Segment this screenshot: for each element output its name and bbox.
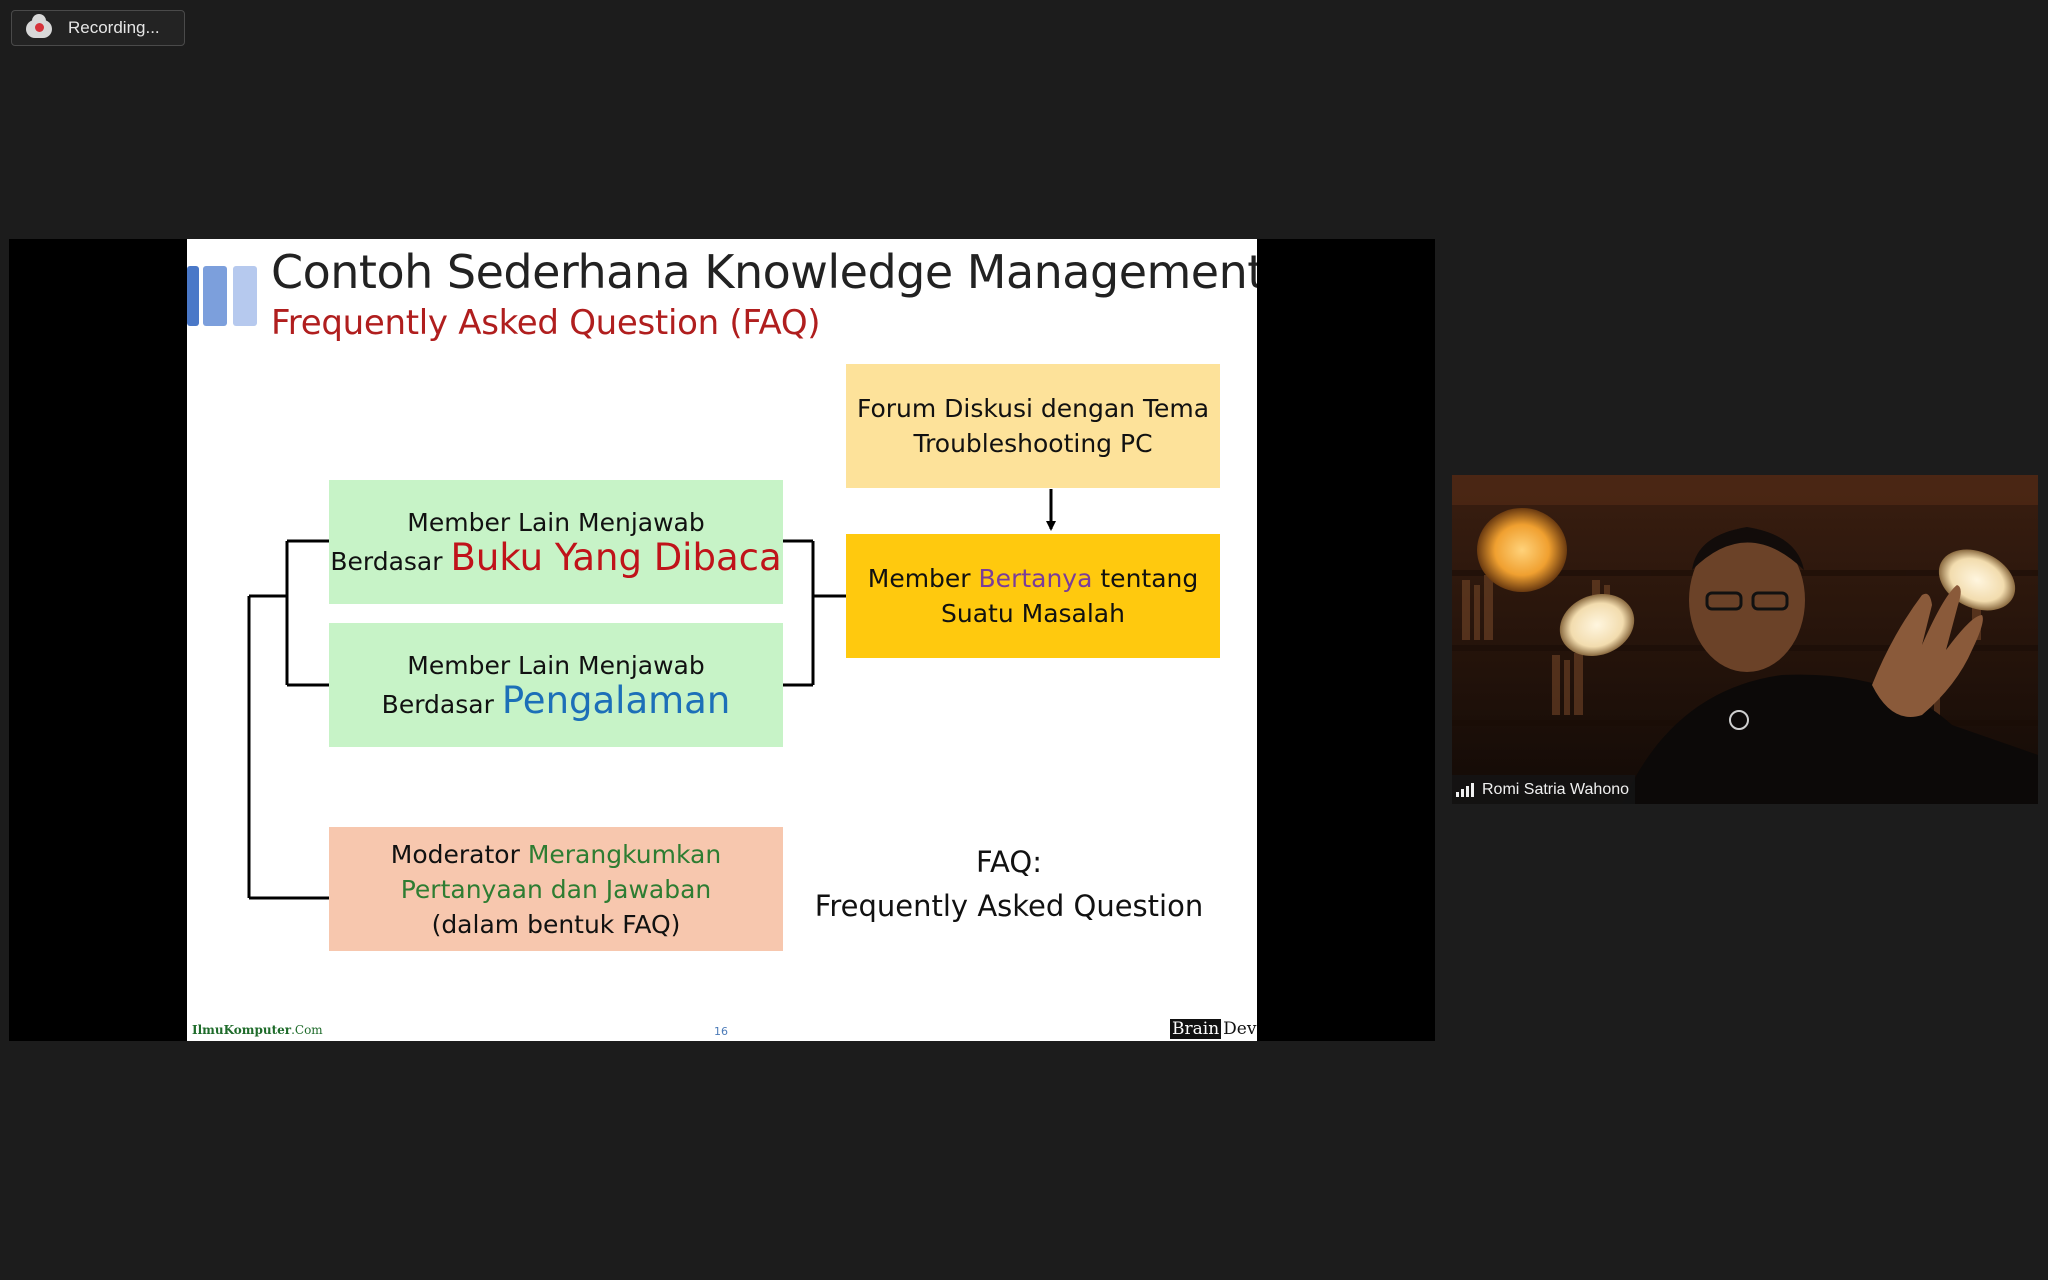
moderator-box: Moderator Merangkumkan Pertanyaan dan Ja… [329, 827, 783, 951]
answer-exp-line-1: Member Lain Menjawab [407, 651, 705, 680]
answer-experience-box: Member Lain Menjawab Berdasar Pengalaman [329, 623, 783, 747]
question-box: Member Bertanya tentang Suatu Masalah [846, 534, 1220, 658]
moderator-line-2: Pertanyaan dan Jawaban [400, 874, 712, 904]
cloud-record-icon [26, 14, 54, 38]
moderator-line-3: (dalam bentuk FAQ) [431, 909, 681, 939]
answer-book-box: Member Lain Menjawab Berdasar Buku Yang … [329, 480, 783, 604]
participant-video[interactable]: Romi Satria Wahono [1452, 475, 2038, 804]
signal-strength-icon [1456, 782, 1474, 797]
recording-label: Recording... [68, 18, 160, 37]
forum-box: Forum Diskusi dengan Tema Troubleshootin… [846, 364, 1220, 488]
participant-name: Romi Satria Wahono [1482, 780, 1630, 798]
answer-book-highlight: Buku Yang Dibaca [450, 536, 782, 579]
footer-brand-right: BrainDevs [1170, 1019, 1257, 1039]
presentation-slide: Contoh Sederhana Knowledge Management: F… [187, 239, 1257, 1041]
slide-subtitle: Frequently Asked Question (FAQ) [271, 303, 821, 343]
question-line-2: Suatu Masalah [941, 599, 1125, 628]
footer-brand-left: IlmuKomputer.Com [192, 1023, 323, 1037]
slide-page-number: 16 [714, 1025, 728, 1038]
forum-line-2: Troubleshooting PC [913, 429, 1153, 458]
answer-book-line-1: Member Lain Menjawab [407, 508, 705, 537]
participant-video-frame [1452, 475, 2038, 804]
forum-line-1: Forum Diskusi dengan Tema [856, 394, 1210, 423]
question-line-1: Member Bertanya tentang [867, 564, 1199, 593]
participant-name-tag: Romi Satria Wahono [1452, 775, 1636, 804]
faq-label: FAQ: Frequently Asked Question [804, 840, 1214, 928]
recording-indicator[interactable]: Recording... [11, 10, 185, 46]
slide-title: Contoh Sederhana Knowledge Management: [271, 245, 1257, 299]
faq-line-2: Frequently Asked Question [814, 889, 1204, 923]
faq-line-1: FAQ: [976, 845, 1042, 879]
answer-book-line-2: Berdasar Buku Yang Dibaca [330, 536, 782, 579]
answer-exp-highlight: Pengalaman [501, 679, 731, 722]
question-highlight: Bertanya [978, 564, 1093, 593]
moderator-line-1: Moderator Merangkumkan [390, 839, 722, 869]
answer-exp-line-2: Berdasar Pengalaman [381, 679, 731, 722]
